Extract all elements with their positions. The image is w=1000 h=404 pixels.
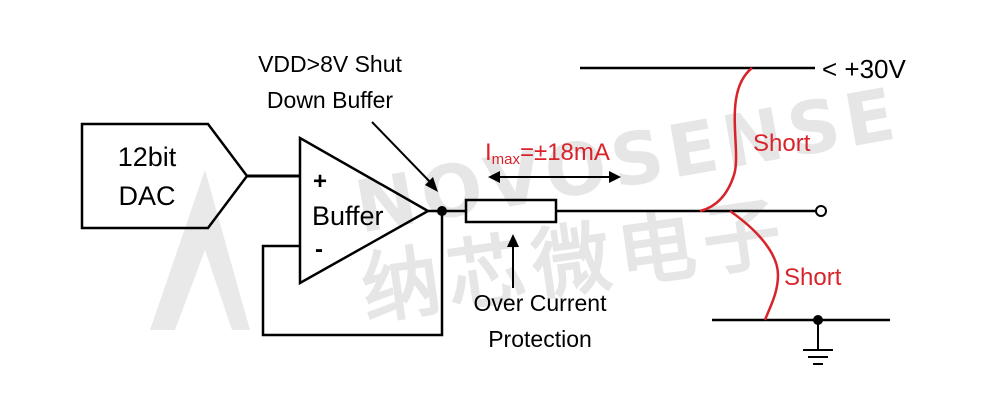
supply-label: < +30V bbox=[822, 54, 907, 84]
watermark-logo bbox=[150, 170, 250, 330]
imax-arrowhead-left bbox=[488, 171, 500, 183]
imax-label: Imax=±18mA bbox=[485, 139, 610, 168]
short-curve-top bbox=[699, 67, 753, 213]
imax-main: I bbox=[485, 139, 492, 166]
feedback-wire bbox=[261, 211, 444, 337]
ocp-label-line2: Protection bbox=[488, 326, 592, 352]
short-curve-bottom bbox=[729, 209, 780, 321]
shutdown-arrowhead bbox=[425, 177, 438, 192]
dac-label-line2: DAC bbox=[118, 181, 175, 211]
output-terminal bbox=[815, 205, 827, 217]
imax-subscript: max bbox=[492, 151, 521, 168]
ocp-label-line1: Over Current bbox=[474, 290, 608, 316]
short-label-bottom: Short bbox=[784, 264, 842, 291]
imax-value: =±18mA bbox=[520, 139, 610, 166]
short-label-top: Short bbox=[753, 130, 811, 157]
buffer-amplifier bbox=[298, 135, 431, 286]
buffer-plus-sign: + bbox=[313, 168, 327, 195]
dac-block bbox=[80, 122, 249, 230]
imax-arrowhead-right bbox=[609, 171, 621, 183]
shutdown-label-line1: VDD>8V Shut bbox=[258, 51, 402, 77]
shutdown-arrow bbox=[371, 121, 433, 185]
buffer-minus-sign: - bbox=[315, 236, 323, 263]
output-node bbox=[437, 206, 447, 216]
ocp-arrowhead bbox=[507, 234, 519, 247]
shutdown-label-line2: Down Buffer bbox=[267, 87, 393, 113]
dac-label-line1: 12bit bbox=[118, 142, 177, 172]
buffer-label: Buffer bbox=[312, 201, 384, 231]
